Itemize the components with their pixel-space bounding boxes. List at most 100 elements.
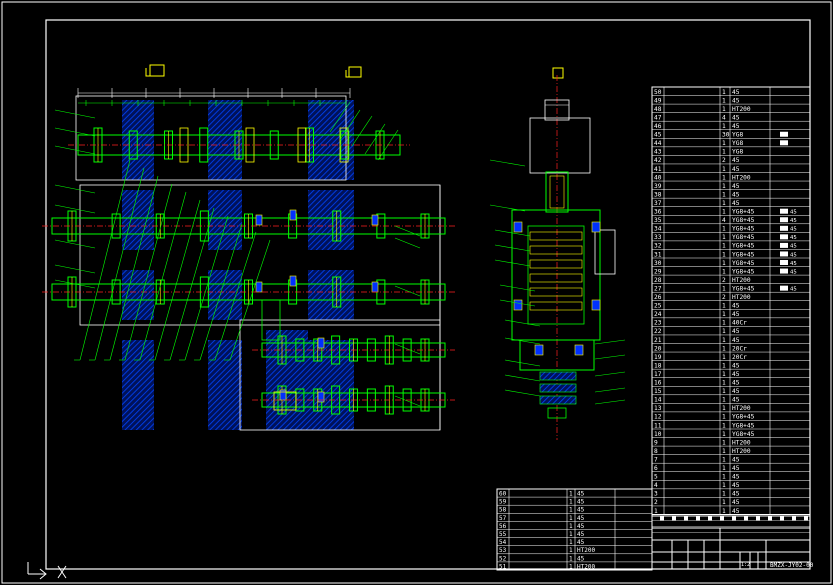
cutter-disc bbox=[539, 383, 577, 393]
part-material: YG8 bbox=[732, 132, 743, 139]
part-qty: 2 bbox=[722, 157, 726, 164]
part-number: 4 bbox=[654, 482, 658, 489]
part-material: 20Cr bbox=[732, 354, 747, 361]
part-leader-line bbox=[109, 175, 159, 361]
bearing-mark bbox=[513, 221, 523, 233]
part-qty: 1 bbox=[569, 531, 573, 538]
part-material: YG8+45 bbox=[732, 217, 755, 224]
part-note: 45 bbox=[790, 286, 797, 292]
part-number: 55 bbox=[499, 531, 507, 538]
part-qty: 1 bbox=[722, 448, 726, 455]
part-number: 47 bbox=[654, 114, 662, 121]
part-leader-line bbox=[54, 145, 96, 155]
housing-wall-hatch bbox=[266, 330, 308, 430]
part-number: 52 bbox=[499, 555, 507, 562]
part-material: 45 bbox=[732, 388, 740, 395]
bearing-mark bbox=[574, 344, 584, 356]
part-number: 12 bbox=[654, 414, 662, 421]
housing-wall-hatch bbox=[208, 270, 242, 320]
bearing-mark bbox=[591, 299, 601, 311]
part-number: 44 bbox=[654, 140, 662, 147]
note-marker bbox=[780, 285, 788, 291]
part-number: 5 bbox=[654, 474, 658, 481]
part-number: 34 bbox=[654, 226, 662, 233]
part-qty: 1 bbox=[722, 243, 726, 250]
side-leader-line bbox=[504, 337, 541, 345]
part-leader-line bbox=[54, 127, 96, 137]
part-material: YG8+45 bbox=[732, 268, 755, 275]
bearing-mark bbox=[289, 275, 297, 287]
housing-wall-hatch bbox=[308, 270, 354, 320]
part-number: 46 bbox=[654, 123, 662, 130]
side-leader-line bbox=[504, 359, 541, 367]
part-qty: 1 bbox=[569, 491, 573, 498]
part-number: 45 bbox=[654, 132, 662, 139]
header-cell-marker bbox=[732, 516, 736, 521]
part-material: 45 bbox=[732, 200, 740, 207]
view-scale-marker-icon bbox=[552, 67, 564, 79]
part-material: 45 bbox=[732, 191, 740, 198]
spindle-inner bbox=[527, 225, 585, 325]
part-number: 40 bbox=[654, 174, 662, 181]
part-material: HT200 bbox=[732, 439, 751, 446]
bearing-mark bbox=[297, 127, 307, 163]
part-number: 25 bbox=[654, 303, 662, 310]
detail-box bbox=[273, 391, 297, 411]
part-qty: 1 bbox=[722, 123, 726, 130]
part-number: 19 bbox=[654, 354, 662, 361]
part-leader-line bbox=[394, 343, 421, 355]
part-qty: 1 bbox=[722, 174, 726, 181]
side-leader-line bbox=[499, 284, 536, 292]
part-number: 7 bbox=[654, 456, 658, 463]
cutter-disc-outline bbox=[539, 383, 577, 393]
part-qty: 1 bbox=[569, 539, 573, 546]
part-number: 22 bbox=[654, 328, 662, 335]
part-number: 33 bbox=[654, 234, 662, 241]
part-number: 42 bbox=[654, 157, 662, 164]
part-qty: 1 bbox=[722, 183, 726, 190]
part-qty: 1 bbox=[722, 345, 726, 352]
part-number: 18 bbox=[654, 362, 662, 369]
part-material: HT200 bbox=[732, 448, 751, 455]
part-material: HT200 bbox=[577, 547, 595, 554]
part-material: 45 bbox=[732, 371, 740, 378]
part-qty: 1 bbox=[722, 456, 726, 463]
part-material: 45 bbox=[732, 183, 740, 190]
title-block: 1:2 BMZX-JY02-00 bbox=[651, 515, 814, 570]
part-material: 45 bbox=[732, 303, 740, 310]
side-leader-line bbox=[494, 259, 531, 267]
part-qty: 1 bbox=[722, 508, 726, 515]
housing-wall-hatch bbox=[308, 190, 354, 250]
leader-lines bbox=[54, 101, 421, 407]
side-leader-line bbox=[489, 159, 526, 167]
housing-wall-hatch bbox=[308, 100, 354, 180]
bearing-mark bbox=[255, 281, 263, 293]
detail-box bbox=[261, 299, 281, 341]
part-material: 45 bbox=[732, 311, 740, 318]
part-qty: 1 bbox=[722, 149, 726, 156]
part-qty: 1 bbox=[569, 555, 573, 562]
part-number: 30 bbox=[654, 260, 662, 267]
part-material: 45 bbox=[732, 474, 740, 481]
part-number: 23 bbox=[654, 320, 662, 327]
side-leader-line bbox=[494, 229, 531, 237]
part-material: 45 bbox=[732, 362, 740, 369]
bearing-mark bbox=[371, 214, 379, 226]
part-qty: 1 bbox=[722, 371, 726, 378]
part-number: 56 bbox=[499, 523, 507, 530]
part-qty: 1 bbox=[722, 303, 726, 310]
part-leader-line bbox=[351, 115, 373, 147]
header-cell-marker bbox=[660, 516, 664, 521]
part-number: 2 bbox=[654, 499, 658, 506]
note-marker bbox=[780, 260, 788, 265]
